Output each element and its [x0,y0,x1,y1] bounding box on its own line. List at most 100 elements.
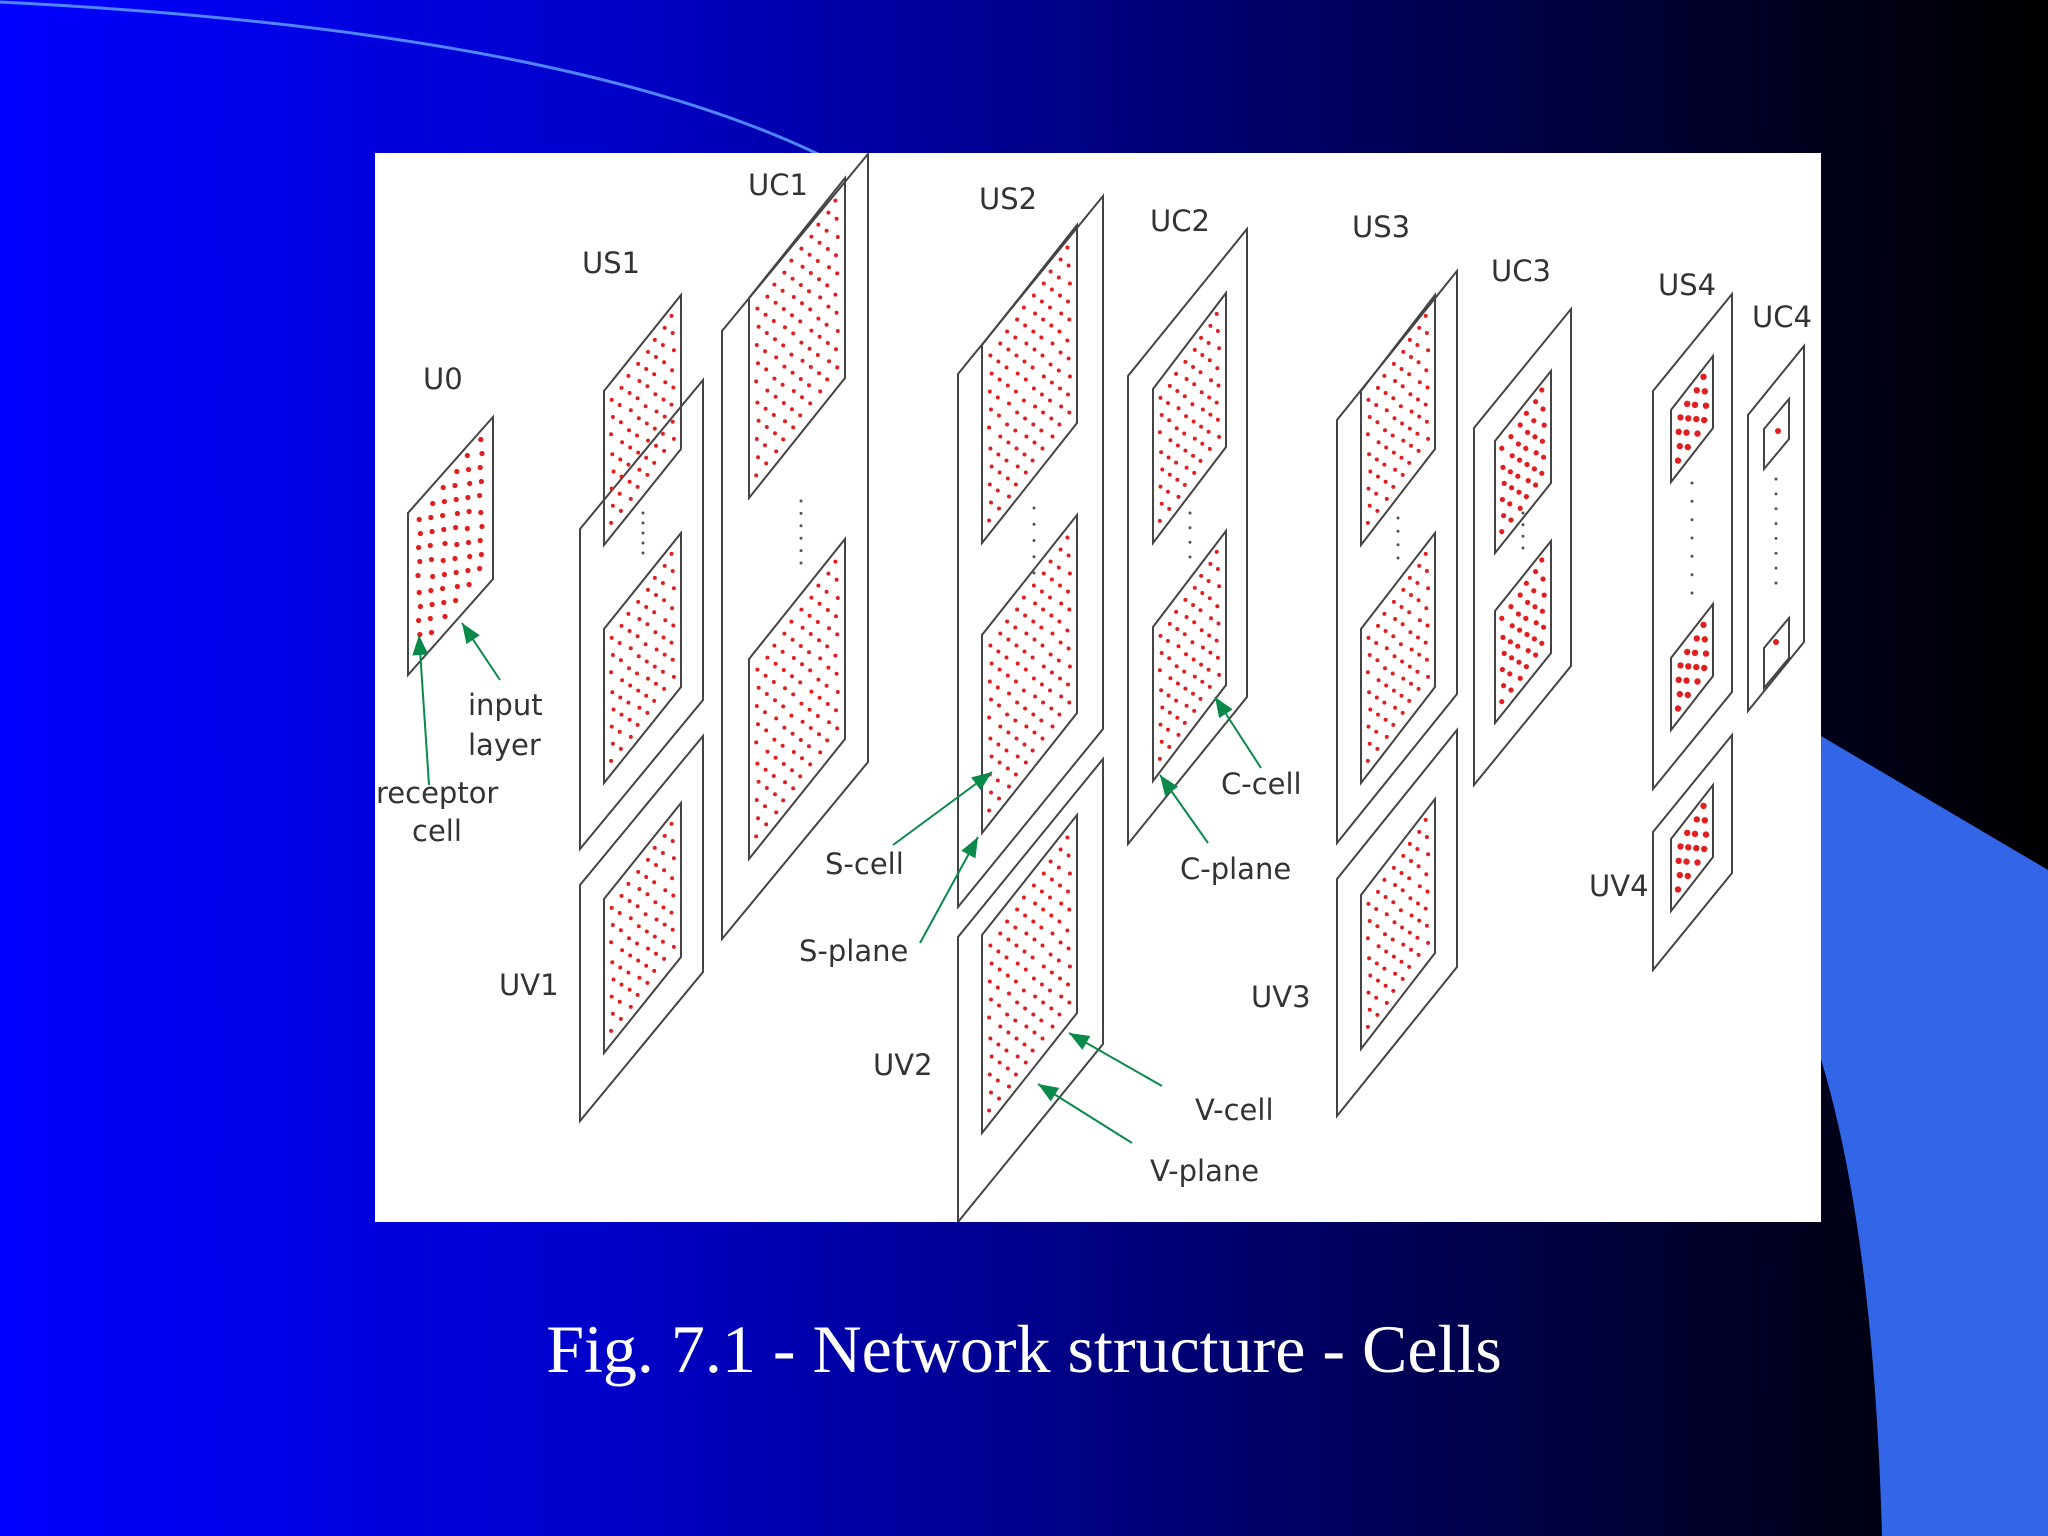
label-v-plane: V-plane [1150,1154,1259,1188]
us2-plane-bottom-dot-608 [1032,637,1037,642]
uv1-plane-dot-241 [662,868,667,873]
us2-plane-bottom-dot-555 [989,754,994,759]
us1-plane-bottom-dot-134 [619,712,624,717]
us3-plane-bottom-dot-984 [1407,698,1412,703]
us1-plane-bottom-dot-173 [660,669,665,674]
us3-plane-bottom-dot-957 [1375,658,1380,663]
uv2-plane-dot-735 [1056,958,1061,963]
uc1-plane-bottom-dot-403 [800,756,804,761]
uc4-dots-7 [1774,581,1778,585]
us2-plane-top-dot-455 [989,464,994,469]
uc1-plane-bottom-dot-360 [756,685,761,690]
us2-plane-top-dot-536 [1058,350,1063,355]
uv3-plane-dot-1021 [1375,924,1380,929]
uc3-plane-top-dot-1089 [1517,422,1523,428]
us3-plane-top-dot-929 [1415,431,1420,436]
uv4-plane-dot-1176 [1674,886,1682,893]
uc2-plane-top-dot-786 [1192,436,1197,441]
uc2-plane-bottom-dot-861 [1198,608,1203,613]
uv2-plane-dot-715 [1039,982,1044,987]
us1-plane-top-dot-64 [610,452,615,457]
uc3-plane-top-dot-1072 [1499,528,1505,535]
uv2-plane-dot-654 [987,1072,992,1077]
uv1-plane-dot-192 [610,960,615,965]
us1-plane-top-dot-123 [669,313,674,318]
us1-dots-1 [641,521,645,525]
uv3-plane-dot-1063 [1417,829,1422,834]
uv1-plane-dot-237 [660,939,665,944]
layer-label-uc3: UC3 [1491,254,1551,288]
us1-plane-top-dot-113 [662,360,667,365]
us2-plane-top-dot-551 [1065,245,1070,250]
us1-plane-top-dot-111 [661,397,666,402]
uv3-plane-dot-1019 [1374,961,1379,966]
uc1-plane-top-dot-303 [800,395,804,400]
uv3-plane-dot-1015 [1366,901,1371,906]
us2-plane-top-dot-522 [1050,434,1055,439]
uv3-plane-dot-1032 [1391,988,1396,993]
uc2-plane-bottom-dot-837 [1176,644,1181,649]
arrow-input-layer-head [462,623,480,645]
uc2-plane-bottom-dot-843 [1182,669,1187,674]
uc1-plane-top-dot-325 [817,334,822,339]
uc1-plane-top-dot-301 [789,258,794,263]
us2-plane-bottom-dot-561 [988,643,993,648]
u0-cells-dot-55 [476,492,483,499]
uc2-plane-bottom-dot-860 [1199,628,1204,633]
us2-plane-top-dot-498 [1022,359,1027,364]
us2-plane-bottom-dot-560 [989,661,994,666]
uv1-plane-dot-249 [671,856,676,861]
uc2-plane-bottom-dot-835 [1175,681,1180,686]
us2-plane-top-dot-477 [1007,401,1011,406]
uv4-plane-dot-1187 [1693,816,1701,823]
us1-plane-top-dot-98 [644,367,649,371]
us1-plane-top-dot-89 [635,396,640,401]
us3-plane-bottom-dot-987 [1409,647,1414,652]
us3-plane-top-dot-934 [1415,343,1420,347]
uc2-plane-bottom-dot-859 [1200,645,1205,650]
uv3-plane-dot-1011 [1368,973,1373,978]
u0-cells-dot-38 [452,482,458,489]
us4-plane-bottom-dot-1174 [1701,636,1709,643]
us1-plane-top-dot-70 [619,474,624,479]
uc1-plane-bottom-dot-432 [825,738,830,743]
uc2-plane-top-dot-809 [1215,417,1220,422]
us2-plane-bottom-dot-602 [1030,748,1035,753]
u0-cells-dot-37 [453,496,459,503]
u0-cells-dot-5 [415,572,421,579]
label-input-line2: layer [468,728,541,762]
accent-arc-line [0,0,821,157]
uc2-dots-0 [1188,511,1192,515]
us3-plane-bottom-dot-1004 [1424,606,1429,611]
uc1-plane-top-dot-340 [824,228,829,233]
uc1-plane-top-dot-317 [808,307,813,312]
us3-plane-bottom-dot-945 [1367,741,1372,746]
uc1-plane-bottom-dot-382 [781,798,786,803]
us3-plane-bottom-dot-954 [1376,712,1380,717]
us1-plane-bottom-dot-139 [619,623,624,628]
us2-plane-top-dot-534 [1058,386,1062,391]
slide-caption: Fig. 7.1 - Network structure - Cells [546,1311,1502,1387]
us1-plane-top-dot-99 [646,349,650,354]
us2-plane-bottom-dot-579 [1004,655,1009,660]
uc1-plane-bottom-dot-416 [809,689,814,694]
us3-plane-bottom-dot-963 [1384,683,1389,688]
us4-plane-top-dot-1152 [1694,430,1701,437]
uc2-plane-top-dot-780 [1184,414,1188,419]
uv2-plane-dot-708 [1032,937,1037,942]
uc3-plane-bottom-dot-1132 [1532,652,1539,658]
u0-cells-dot-26 [441,526,447,533]
us1-dots-2 [641,531,645,535]
uc3-plane-bottom-dot-1116 [1508,655,1515,661]
uc2-plane-bottom-dot-824 [1167,744,1172,749]
uc3-plane-top-dot-1080 [1508,485,1515,491]
uv1-plane-dot-216 [636,924,641,929]
us1-plane-top-dot-118 [669,402,674,407]
uc2-plane-top-dot-759 [1158,395,1163,400]
us1-plane-bottom-dot-146 [627,629,632,633]
us1-plane-bottom-dot-171 [652,575,657,580]
uv3-plane-dot-1052 [1408,896,1413,901]
uc1-plane-bottom-dot-444 [835,690,840,694]
uc1-plane-bottom-dot-389 [781,668,786,672]
uc2-plane-bottom-dot-839 [1174,609,1179,614]
